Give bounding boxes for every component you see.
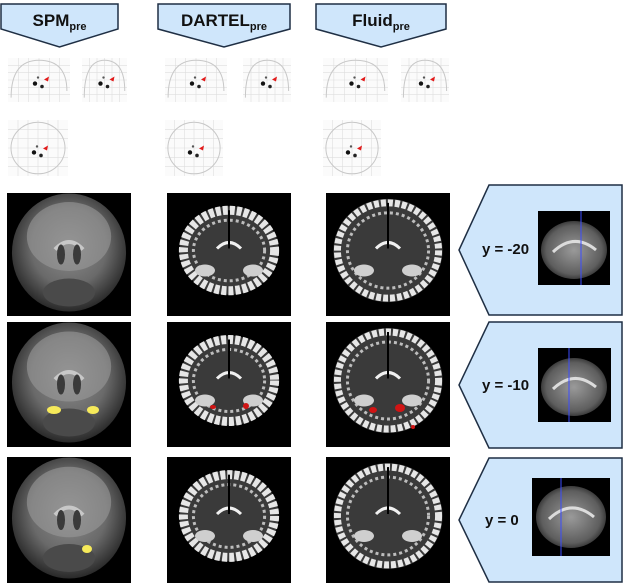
svg-text:DARTELpre: DARTELpre [181, 11, 267, 33]
glass-brain-axial-3 [323, 120, 381, 176]
coronal-slice-fluid-row-2 [326, 322, 450, 447]
slice-label-3: y = 0 [485, 512, 519, 529]
coronal-slice-fluid-row-3 [326, 457, 450, 583]
slice-indicator-2: y = -10 [458, 321, 623, 449]
glass-brain-coronal-2 [243, 58, 291, 102]
glass-brain-panels [8, 58, 449, 176]
header-dartel-label: DARTEL [181, 11, 250, 30]
header-fluid-label: Fluid [352, 11, 393, 30]
header-fluid-sub: pre [393, 21, 410, 33]
glass-brain-sagittal-2 [165, 58, 227, 102]
slice-indicator-3: y = 0 [458, 457, 623, 583]
coronal-slice-dartel-row-1 [167, 193, 291, 316]
header-spm-sub: pre [69, 21, 86, 33]
coronal-slice-dartel-row-2 [167, 322, 291, 447]
sagittal-thumbnail-2 [538, 348, 611, 422]
coronal-slice-fluid-row-1 [326, 193, 450, 316]
coronal-slice-spm-row-2 [7, 322, 131, 447]
glass-brain-axial-1 [8, 120, 68, 176]
sagittal-thumbnail-3 [532, 478, 610, 556]
activation-cluster [369, 407, 377, 413]
coronal-slice-spm-row-3 [7, 457, 131, 583]
activation-cluster [210, 405, 216, 409]
slice-label-2: y = -10 [482, 377, 529, 394]
glass-brain-sagittal-1 [8, 58, 70, 102]
coronal-slice-spm-row-1 [7, 193, 131, 316]
header-dartel: DARTELpre [157, 3, 291, 48]
activation-cluster [82, 545, 92, 553]
header-dartel-sub: pre [250, 21, 267, 33]
activation-cluster [243, 403, 249, 409]
slice-label-1: y = -20 [482, 241, 529, 258]
coronal-slice-dartel-row-3 [167, 457, 291, 583]
slice-indicator-1: y = -20 [458, 184, 623, 316]
activation-cluster [47, 406, 61, 414]
svg-text:SPMpre: SPMpre [33, 11, 87, 33]
glass-brain-coronal-1 [82, 58, 127, 102]
activation-cluster [411, 425, 415, 429]
activation-cluster [395, 404, 405, 412]
sagittal-thumbnail-1 [538, 211, 610, 285]
header-fluid: Fluidpre [315, 3, 447, 48]
header-spm-label: SPM [33, 11, 70, 30]
glass-brain-axial-2 [165, 120, 223, 176]
svg-text:Fluidpre: Fluidpre [352, 11, 410, 33]
glass-brain-coronal-3 [401, 58, 449, 102]
activation-cluster [87, 406, 99, 414]
glass-brain-sagittal-3 [323, 58, 388, 102]
coronal-slice-grid [7, 193, 450, 583]
header-spm: SPMpre [0, 3, 119, 48]
